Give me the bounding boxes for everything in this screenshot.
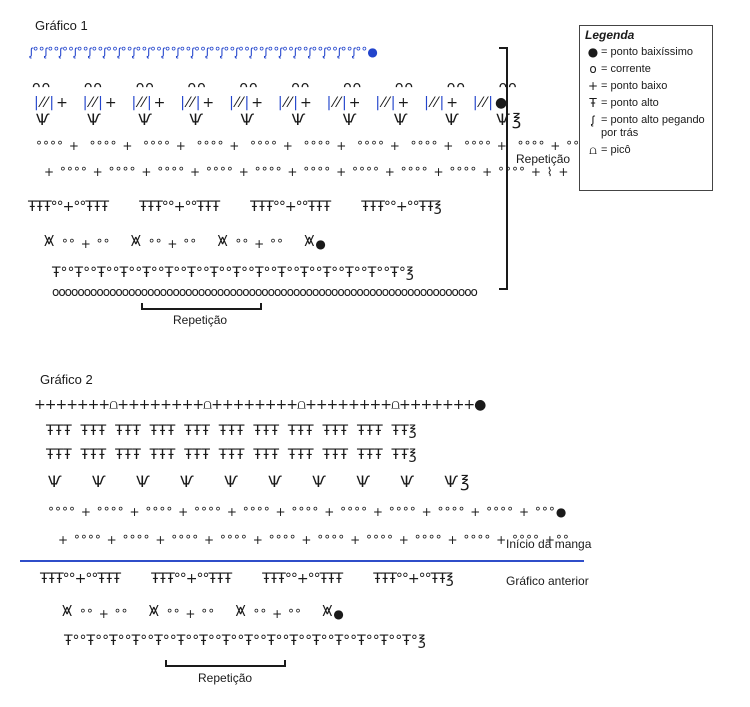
chart1-row-backpost: ᶘ°°ᶘ°°ᶘ°°ᶘ°°ᶘ°°ᶘ°°ᶘ°°ᶘ°°ᶘ°°ᶘ°°ᶘ°°ᶘ°°ᶘ°°ᶘ… [30, 45, 378, 59]
chart2-sleeve-start-label: Início da manga [506, 537, 592, 551]
chart1-row-picot-fans: ᴖᴖ ᴖᴖ ᴖᴖ ᴖᴖ ᴖᴖ ᴖᴖ ᴖᴖ ᴖᴖ ᴖᴖ ᴖᴖ [32, 79, 518, 95]
legend-box: Legenda ● = ponto baixíssimo o = corrent… [579, 25, 713, 191]
chart2-row-sc-picots: +++++++⩍++++++++⩍++++++++⩍++++++++⩍+++++… [34, 397, 486, 413]
picot-icon: ⩍ [589, 143, 597, 157]
chart1-row-dc-groups: ŦŦŦ°°+°°ŦŦŦ ŦŦŦ°°+°°ŦŦŦ ŦŦŦ°°+°°ŦŦŦ ŦŦŦ°… [28, 199, 442, 215]
legend-item-slip-stitch: ● = ponto baixíssimo [585, 46, 707, 59]
chart2-row-arches-b: + °°°° + °°°° + °°°° + °°°° + °°°° + °°°… [58, 533, 570, 547]
chart1-side-repeat-bracket [499, 47, 508, 290]
single-crochet-icon: + [587, 79, 599, 93]
chart2-row-dc-b: ŦŦŦ ŦŦŦ ŦŦŦ ŦŦŦ ŦŦŦ ŦŦŦ ŦŦŦ ŦŦŦ ŦŦŦ ŦŦŦ … [46, 447, 417, 463]
chart1-title: Gráfico 1 [35, 18, 88, 33]
chart2-title: Gráfico 2 [40, 372, 93, 387]
chart2-row-shells: Ѱ Ѱ Ѱ Ѱ Ѱ Ѱ Ѱ Ѱ Ѱ Ѱ℥ [48, 472, 472, 491]
legend-item-double-crochet: Ŧ = ponto alto [585, 97, 707, 110]
chart2-row-dc-a: ŦŦŦ ŦŦŦ ŦŦŦ ŦŦŦ ŦŦŦ ŦŦŦ ŦŦŦ ŦŦŦ ŦŦŦ ŦŦŦ … [46, 423, 417, 439]
legend-item-single-crochet: + = ponto baixo [585, 80, 707, 93]
chart1-repeat-bracket [141, 303, 262, 310]
chart1-row-picot-stems: |⁄⁄|+ |⁄⁄|+ |⁄⁄|+ |⁄⁄|+ |⁄⁄|+ |⁄⁄|+ |⁄⁄|… [34, 95, 510, 111]
chart1-row-arches-a: °°°° + °°°° + °°°° + °°°° + °°°° + °°°° … [36, 139, 599, 153]
double-crochet-icon: Ŧ [589, 96, 597, 110]
chain-icon: o [589, 62, 597, 76]
chart2-repeat-bottom-label: Repetição [198, 671, 253, 685]
legend-title: Legenda [585, 28, 635, 42]
chart2-row-dc-chain: Ŧ°°Ŧ°°Ŧ°°Ŧ°°Ŧ°°Ŧ°°Ŧ°°Ŧ°°Ŧ°°Ŧ°°Ŧ°°Ŧ°°Ŧ°°Ŧ… [64, 633, 426, 649]
chart1-repeat-side-label: Repetição [516, 152, 571, 166]
slip-stitch-icon: ● [587, 45, 599, 59]
legend-item-back-post-dc: ᶘ = ponto alto pegando por trás [585, 114, 707, 140]
chart2-row-arches-a: °°°° + °°°° + °°°° + °°°° + °°°° + °°°° … [48, 505, 568, 519]
chart1-row-arches-b: + °°°° + °°°° + °°°° + °°°° + °°°° + °°°… [44, 165, 570, 179]
chart1-row-shells: Ѱ Ѱ Ѱ Ѱ Ѱ Ѱ Ѱ Ѱ Ѱ Ѱ℥ [36, 110, 524, 129]
back-post-double-crochet-icon: ᶘ [591, 113, 595, 127]
sleeve-divider-line [20, 560, 584, 562]
chart2-row-dc-groups: ŦŦŦ°°+°°ŦŦŦ ŦŦŦ°°+°°ŦŦŦ ŦŦŦ°°+°°ŦŦŦ ŦŦŦ°… [40, 571, 454, 587]
legend-item-chain: o = corrente [585, 63, 707, 76]
chart2-row-big-fans: ⩙ °° + °° ⩙ °° + °° ⩙ °° + °° ⩙● [62, 600, 345, 621]
chart1-row-dc-chain: Ŧ°°Ŧ°°Ŧ°°Ŧ°°Ŧ°°Ŧ°°Ŧ°°Ŧ°°Ŧ°°Ŧ°°Ŧ°°Ŧ°°Ŧ°°Ŧ… [52, 265, 414, 281]
chart1-row-big-fans: ⩙ °° + °° ⩙ °° + °° ⩙ °° + °° ⩙● [44, 230, 327, 251]
chart2-previous-chart-label: Gráfico anterior [506, 574, 589, 588]
legend-item-picot: ⩍ = picô [585, 144, 707, 157]
chart2-repeat-bracket [165, 660, 286, 667]
chart1-row-foundation-chain: oooooooooooooooooooooooooooooooooooooooo… [52, 285, 478, 299]
chart1-repeat-bottom-label: Repetição [173, 313, 228, 327]
